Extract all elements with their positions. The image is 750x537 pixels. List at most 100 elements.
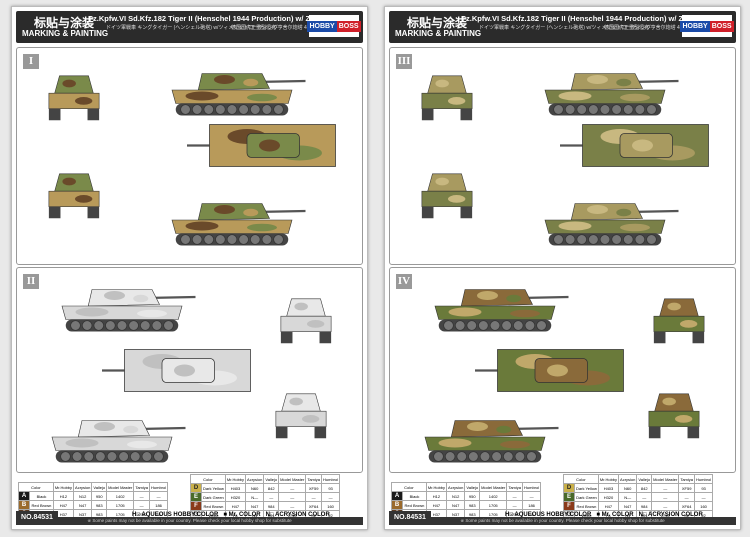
scheme-panel: III xyxy=(389,47,736,265)
table-header-cell: Model Master xyxy=(278,474,307,484)
header-en: MARKING & PAINTING xyxy=(22,29,109,38)
color-swatch: A xyxy=(18,491,30,501)
page-header: 标贴与涂装 MARKING & PAINTING Pz.Kpfw.VI Sd.K… xyxy=(16,11,363,43)
table-cell: H47 xyxy=(224,501,247,511)
table-header-cell: Tamiya xyxy=(678,474,695,484)
table-cell: H403 xyxy=(224,483,247,493)
logo-text-b: BOSS xyxy=(336,20,361,32)
table-cell: Red Brown xyxy=(402,500,427,510)
scheme-number: II xyxy=(23,274,39,289)
table-cell: 983 xyxy=(91,500,108,510)
table-cell: — xyxy=(148,491,169,501)
color-swatch: B xyxy=(18,500,30,510)
table-header-cell: Tamiya xyxy=(506,482,523,492)
table-header-cell: Model Master xyxy=(106,482,135,492)
page-header: 标贴与涂装 MARKING & PAINTING Pz.Kpfw.VI Sd.K… xyxy=(389,11,736,43)
table-header-cell: Model Master xyxy=(479,482,508,492)
tank-side-view xyxy=(171,203,306,246)
table-header-cell: Color xyxy=(563,474,599,484)
table-cell: — xyxy=(506,500,523,510)
tank-front-view xyxy=(280,298,332,344)
table-header-cell: Humbrol xyxy=(320,474,341,484)
table-cell: 160 xyxy=(693,501,714,511)
table-cell: — xyxy=(263,492,280,502)
tank-side-view xyxy=(61,289,196,332)
logo-text-a: HOBBY xyxy=(680,20,710,32)
table-cell: XF64 xyxy=(305,501,322,511)
table-cell: N12 xyxy=(73,491,93,501)
scheme-panel: IV xyxy=(389,267,736,473)
legend-acrysion: N□ ACRYSION COLOR xyxy=(265,512,330,518)
header-cn: 标贴与涂装 xyxy=(407,16,468,30)
tank-side-view xyxy=(434,289,569,332)
color-swatch: B xyxy=(391,500,403,510)
product-number: NO.84531 xyxy=(389,511,431,525)
table-header-cell: Humbrol xyxy=(693,474,714,484)
table-header-cell: Vallejo xyxy=(263,474,280,484)
table-cell: — xyxy=(636,492,653,502)
table-cell: Black xyxy=(402,491,427,501)
tank-top-view xyxy=(475,349,624,392)
table-cell: — xyxy=(133,500,150,510)
table-header-cell: Acrysion xyxy=(618,474,638,484)
table-cell: N12 xyxy=(446,491,466,501)
table-cell: — xyxy=(320,492,341,502)
table-cell: 186 xyxy=(521,500,542,510)
scheme-panel: I xyxy=(16,47,363,265)
tank-top-view xyxy=(102,349,251,392)
table-cell: 160 xyxy=(320,501,341,511)
table-cell: — xyxy=(278,492,307,502)
header-cn: 标贴与涂装 xyxy=(34,16,95,30)
table-cell: 93 xyxy=(320,483,341,493)
scheme-number: IV xyxy=(396,274,412,289)
table-header-cell: Mr.Hobby xyxy=(597,474,620,484)
table-cell: N60 xyxy=(245,483,265,493)
kit-subtitle-cn: 德国国虎王重型坦克-亨舍尔炮塔 44年生产型(带防磁涂甲) xyxy=(604,25,731,31)
table-cell: — xyxy=(651,492,680,502)
table-cell: Dark Green xyxy=(201,492,226,502)
table-cell: 950 xyxy=(91,491,108,501)
table-cell: 983 xyxy=(464,500,481,510)
color-swatch: E xyxy=(563,492,575,502)
table-cell: Dark Yellow xyxy=(574,483,599,493)
table-header-cell: Vallejo xyxy=(464,482,481,492)
footer-note: ※ Some paints may not be available in yo… xyxy=(389,517,736,525)
legend-mr: ■ Mr. COLOR xyxy=(223,512,261,518)
table-cell: Black xyxy=(29,491,54,501)
table-header-cell: Humbrol xyxy=(148,482,169,492)
table-cell: 93 xyxy=(693,483,714,493)
table-cell: — xyxy=(278,501,307,511)
table-header-cell: Color xyxy=(18,482,54,492)
tank-side-view xyxy=(51,420,186,463)
instruction-page-right: 标贴与涂装 MARKING & PAINTING Pz.Kpfw.VI Sd.K… xyxy=(384,6,741,530)
tank-front-view xyxy=(421,75,473,121)
tank-side-view xyxy=(424,420,559,463)
table-cell: Red Brown xyxy=(29,500,54,510)
table-cell: N60 xyxy=(618,483,638,493)
tank-side-view xyxy=(171,73,306,116)
table-cell: Red Brown xyxy=(201,501,226,511)
table-cell: 1705 xyxy=(479,500,508,510)
table-cell: XF59 xyxy=(678,483,695,493)
color-swatch: A xyxy=(391,491,403,501)
table-cell: XF64 xyxy=(678,501,695,511)
kit-subtitle-cn: 德国国虎王重型坦克-亨舍尔炮塔 44年生产型(带防磁涂甲) xyxy=(231,25,358,31)
table-header-cell: Mr.Hobby xyxy=(52,482,75,492)
table-cell: 984 xyxy=(263,501,280,511)
table-header-cell: Acrysion xyxy=(245,474,265,484)
legend-mr: ■ Mr. COLOR xyxy=(596,512,634,518)
kit-subtitle-jp: ドイツ軍戦車 キングタイガー (ヘンシェル砲塔) w/ツィメリットコーティング xyxy=(479,25,652,31)
table-cell: — xyxy=(651,501,680,511)
table-cell: H403 xyxy=(597,483,620,493)
